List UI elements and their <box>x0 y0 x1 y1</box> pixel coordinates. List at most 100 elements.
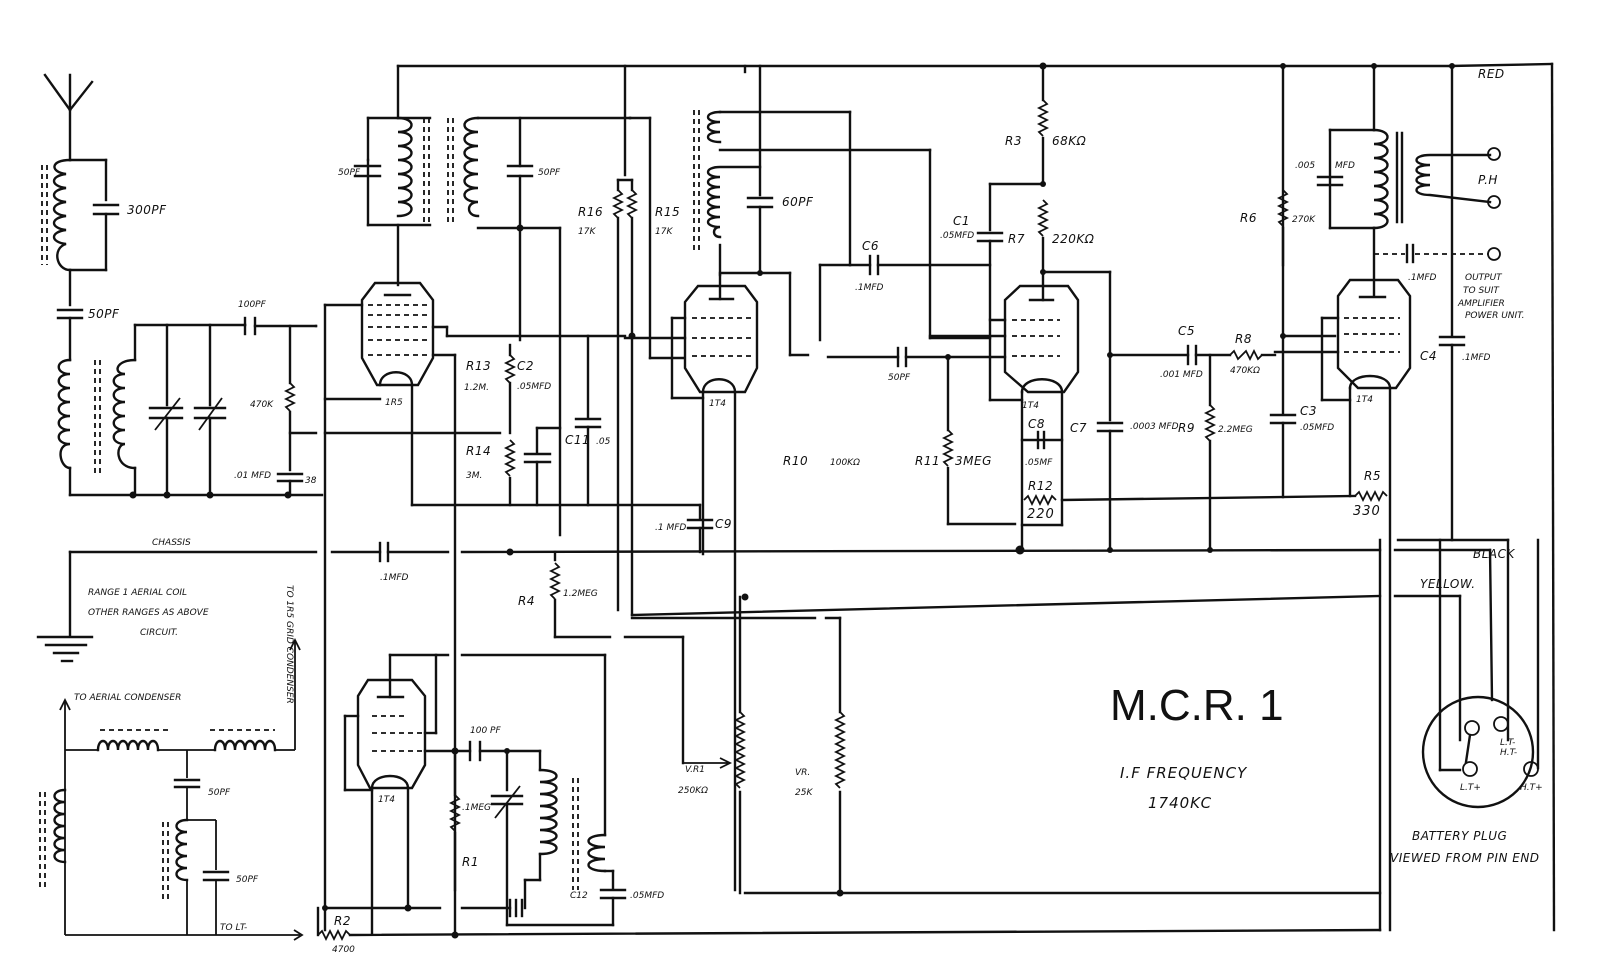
if-frequency-label: I.F FREQUENCY <box>1120 764 1248 782</box>
label-c5: C5 <box>1178 324 1195 338</box>
variable-capacitor-1 <box>148 323 184 497</box>
aerial-transformer <box>57 323 247 497</box>
label-r11-val: 3MEG <box>955 454 992 468</box>
label-r14-val: 3M. <box>466 471 482 481</box>
label-r11: R11 <box>915 454 940 468</box>
label-r15-val: 17K <box>655 227 673 237</box>
label-r6: R6 <box>1240 211 1257 225</box>
tube-label-1t4-if: 1T4 <box>709 399 726 409</box>
label-vr1-val: 250KΩ <box>678 786 708 796</box>
tube-label-1t4-output: 1T4 <box>1356 395 1373 405</box>
battery-plug <box>1421 538 1540 809</box>
label-60pf: 60PF <box>782 195 814 209</box>
label-c11: C11 <box>565 433 590 447</box>
label-c9-val: .1 MFD <box>655 523 686 533</box>
battery-plug-caption-2: VIEWED FROM PIN END <box>1390 851 1540 865</box>
output-note-line3: AMPLIFIER <box>1457 299 1505 309</box>
label-to-aerial-condenser: TO AERIAL CONDENSER <box>74 693 181 703</box>
label-r14: R14 <box>466 444 491 458</box>
label-r3: R3 <box>1005 134 1022 148</box>
label-c12-val: .05MFD <box>630 891 664 901</box>
label-r10: R10 <box>783 454 808 468</box>
label-005: .005 <box>1295 161 1315 171</box>
label-r5-val: 330 <box>1353 504 1381 519</box>
label-c3: C3 <box>1300 404 1317 418</box>
label-to-lt-minus: TO LT- <box>220 923 247 933</box>
label-chassis: CHASSIS <box>152 538 191 548</box>
label-r4-val: 1.2MEG <box>563 589 598 599</box>
label-50pf-aerial: 50PF <box>88 307 120 321</box>
label-r10-val: 100KΩ <box>830 458 860 468</box>
tube-1r5 <box>360 281 435 387</box>
label-r7-val: 220KΩ <box>1052 232 1095 246</box>
output-note-line1: OUTPUT <box>1465 273 1503 283</box>
label-c1: C1 <box>953 214 970 228</box>
label-r13-val: 1.2M. <box>464 383 489 393</box>
label-output-cap: .1MFD <box>1408 273 1437 283</box>
range-note-line2: OTHER RANGES AS ABOVE <box>88 608 209 618</box>
variable-capacitor-2 <box>193 323 227 497</box>
battery-plug-caption-1: BATTERY PLUG <box>1412 829 1507 843</box>
label-50pf-if1b: 50PF <box>538 168 561 178</box>
output-note-line4: POWER UNIT. <box>1465 311 1524 321</box>
label-r12-val: 220 <box>1027 507 1055 522</box>
label-r13: R13 <box>466 359 491 373</box>
label-r16-val: 17K <box>578 227 596 237</box>
label-vr2-val: 25K <box>795 788 813 798</box>
label-c4: C4 <box>1420 349 1437 363</box>
alt-aerial-coil-circuit <box>39 637 304 941</box>
tube-1t4-output <box>1336 278 1412 390</box>
label-c6: C6 <box>862 239 879 253</box>
label-r15: R15 <box>655 205 680 219</box>
label-to-grid-condenser: TO 1R5 GRID CONDENSER <box>284 585 294 704</box>
output-note-line2: TO SUIT <box>1463 286 1500 296</box>
label-r2-val: 4700 <box>332 945 355 955</box>
label-r4: R4 <box>518 594 535 608</box>
label-50pf-alt2: 50PF <box>236 875 259 885</box>
label-470k: 470K <box>250 400 274 410</box>
label-c12: C12 <box>570 891 588 901</box>
label-01mfd: .01 MFD <box>234 471 271 481</box>
tube-1t4-det <box>1003 284 1080 394</box>
label-r7: R7 <box>1008 232 1025 246</box>
if-frequency-value: 1740KC <box>1148 794 1212 812</box>
label-r3-val: 68KΩ <box>1052 134 1087 148</box>
label-c6-val: .1MFD <box>855 283 884 293</box>
if-transformer-2 <box>693 64 992 357</box>
wire-color-red: RED <box>1478 67 1505 81</box>
label-c2-val: .05MFD <box>517 382 551 392</box>
label-r2: R2 <box>334 914 351 928</box>
diagram-title: M.C.R. 1 <box>1110 681 1284 730</box>
label-c8-val: .05MF <box>1025 458 1053 468</box>
antenna-icon <box>43 73 94 162</box>
label-c7: C7 <box>1070 421 1087 435</box>
label-c9: C9 <box>715 517 732 531</box>
label-r16: R16 <box>578 205 603 219</box>
tube-label-1t4-det: 1T4 <box>1022 401 1039 411</box>
label-c7-val: .0003 MFD <box>1130 422 1179 432</box>
label-r5: R5 <box>1364 469 1381 483</box>
label-300pf: 300PF <box>127 203 167 217</box>
label-r9: R9 <box>1178 421 1195 435</box>
label-50pf-alt1: 50PF <box>208 788 231 798</box>
label-r1: R1 <box>462 855 479 869</box>
label-r12: R12 <box>1028 479 1053 493</box>
label-c2: C2 <box>517 359 534 373</box>
label-r8-val: 470KΩ <box>1230 366 1260 376</box>
label-vr1: V.R1 <box>685 765 705 775</box>
label-50pf-det: 50PF <box>888 373 911 383</box>
label-r9-val: 2.2MEG <box>1218 425 1253 435</box>
tube-label-1r5: 1R5 <box>385 398 403 408</box>
plug-pin-ht-plus: H.T+ <box>1520 783 1543 793</box>
tube-1t4-if <box>683 284 759 394</box>
label-phones: P.H <box>1478 173 1498 187</box>
label-c11-val: .05 <box>596 437 611 447</box>
label-38: 38 <box>305 476 317 486</box>
label-c1-val: .05MFD <box>940 231 974 241</box>
tube-1t4-osc <box>356 678 427 790</box>
label-c4-val: .1MFD <box>1462 353 1491 363</box>
range-note-line1: RANGE 1 AERIAL COIL <box>88 588 187 598</box>
wire-color-black: BLACK <box>1473 547 1516 561</box>
aerial-coil-1 <box>41 158 120 272</box>
